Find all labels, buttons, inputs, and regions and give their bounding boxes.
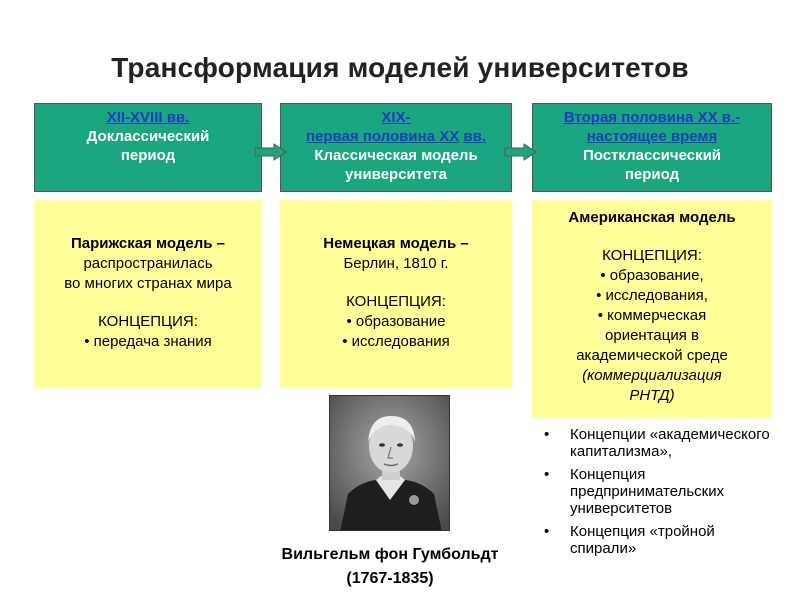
model-2-line-1: Берлин, 1810 г. [343, 255, 449, 272]
model-2-concept: КОНЦЕПЦИЯ: [346, 293, 446, 310]
model-3-item-5: академической среде [576, 347, 728, 364]
period-link-3a[interactable]: Вторая половина XX в.- [563, 109, 741, 126]
model-3-concept: КОНЦЕПЦИЯ: [602, 247, 702, 264]
header-2-line-1: Классическая модель [314, 147, 478, 164]
model-3-item-2: • исследования, [596, 287, 708, 304]
model-1-line-2: во многих странах мира [64, 275, 232, 292]
period-link-1[interactable]: XII-XVIII вв. [106, 109, 190, 126]
model-3-item-1: • образование, [600, 267, 704, 284]
header-3-line-2: период [624, 166, 680, 183]
period-header-2: XIX- первая половина XX вв. Классическая… [280, 103, 512, 192]
model-3-item-3: • коммерческая [597, 307, 707, 324]
header-2-line-2: университета [345, 166, 447, 183]
model-3-italic-2: РНТД) [629, 387, 675, 404]
portrait-years: (1767-1835) [346, 570, 434, 587]
model-3-item-4: ориентация в [605, 327, 699, 344]
list-item: •Концепция «тройной спирали» [544, 523, 715, 557]
header-1-line-1: Доклассический [86, 128, 210, 145]
model-2-item-1: • образование [346, 313, 446, 330]
concept-bullet-list: •Концепции «академического капитализма»,… [540, 426, 780, 563]
model-1-line-1: распространилась [83, 255, 213, 272]
header-3-line-1: Постклассический [582, 147, 722, 164]
period-header-1: XII-XVIII вв. Доклассический период [34, 103, 262, 192]
list-item: •Концепции «академического капитализма», [544, 426, 770, 460]
portrait-image [329, 395, 450, 531]
arrow-right-icon [254, 143, 287, 161]
period-link-2a[interactable]: XIX- [381, 109, 411, 126]
model-1-item-1: • передача знания [84, 333, 212, 350]
list-item: •Концепция предпринимательских университ… [544, 466, 725, 517]
model-3-heading: Американская модель [568, 209, 736, 226]
page-title: Трансформация моделей университетов [111, 52, 689, 83]
period-link-3b[interactable]: настоящее время [586, 128, 718, 145]
period-header-3: Вторая половина XX в.- настоящее время П… [532, 103, 772, 192]
portrait-name: Вильгельм фон Гумбольдт [281, 546, 499, 563]
model-box-2: Немецкая модель – Берлин, 1810 г. КОНЦЕП… [280, 200, 512, 388]
model-3-italic-1: (коммерциализация [582, 367, 722, 384]
model-box-1: Парижская модель – распространилась во м… [34, 200, 262, 388]
period-link-2c[interactable]: вв. [463, 128, 486, 145]
model-2-item-2: • исследования [342, 333, 450, 350]
model-1-concept: КОНЦЕПЦИЯ: [98, 313, 198, 330]
arrow-right-icon [504, 143, 537, 161]
model-box-3: Американская модель КОНЦЕПЦИЯ: • образов… [532, 200, 772, 418]
model-2-heading: Немецкая модель – [323, 235, 469, 252]
header-1-line-2: период [120, 147, 176, 164]
period-link-2b[interactable]: первая половина XX [305, 128, 460, 145]
model-1-heading: Парижская модель – [70, 235, 226, 252]
